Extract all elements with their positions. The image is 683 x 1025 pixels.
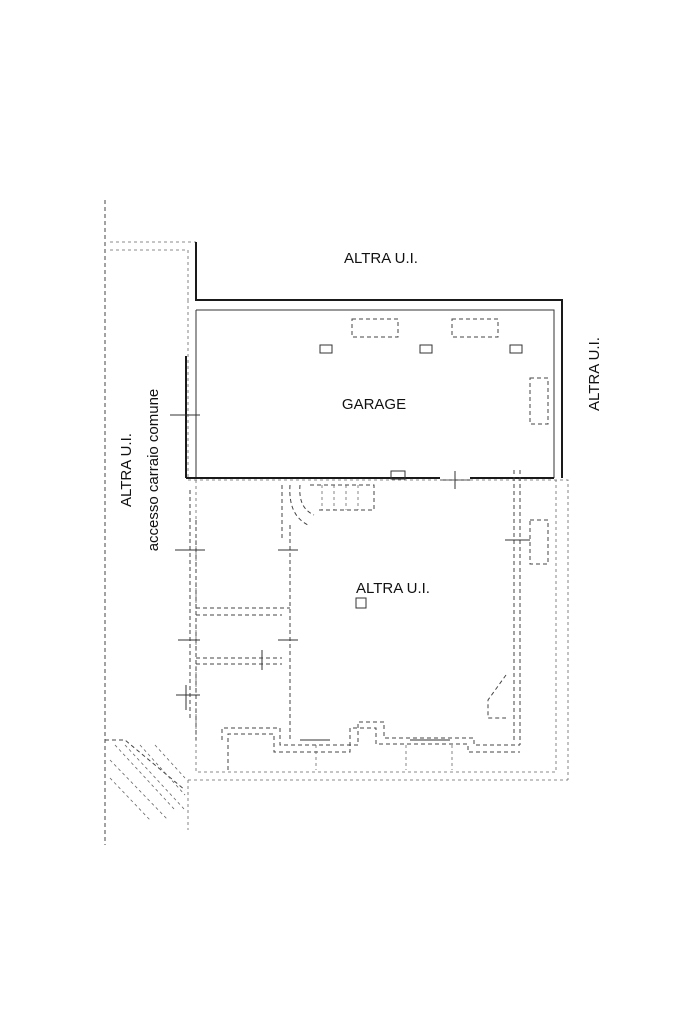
- lower-unit-envelope: [187, 479, 569, 830]
- entrance-hatch: [105, 739, 186, 821]
- lower-unit-walls: [175, 470, 549, 770]
- label-right-neighbor: ALTRA U.I.: [586, 337, 603, 411]
- garage-fixture: [451, 318, 499, 338]
- garage-fixture: [351, 318, 399, 338]
- garage-room: [170, 242, 563, 489]
- label-lower-unit: ALTRA U.I.: [356, 580, 430, 597]
- label-top-neighbor: ALTRA U.I.: [344, 250, 418, 267]
- label-left-neighbor: ALTRA U.I.: [118, 433, 135, 507]
- garage-fixture: [529, 377, 549, 425]
- driveway-boundary: [104, 200, 197, 845]
- label-driveway: accesso carraio comune: [145, 389, 162, 552]
- label-garage: GARAGE: [342, 396, 406, 413]
